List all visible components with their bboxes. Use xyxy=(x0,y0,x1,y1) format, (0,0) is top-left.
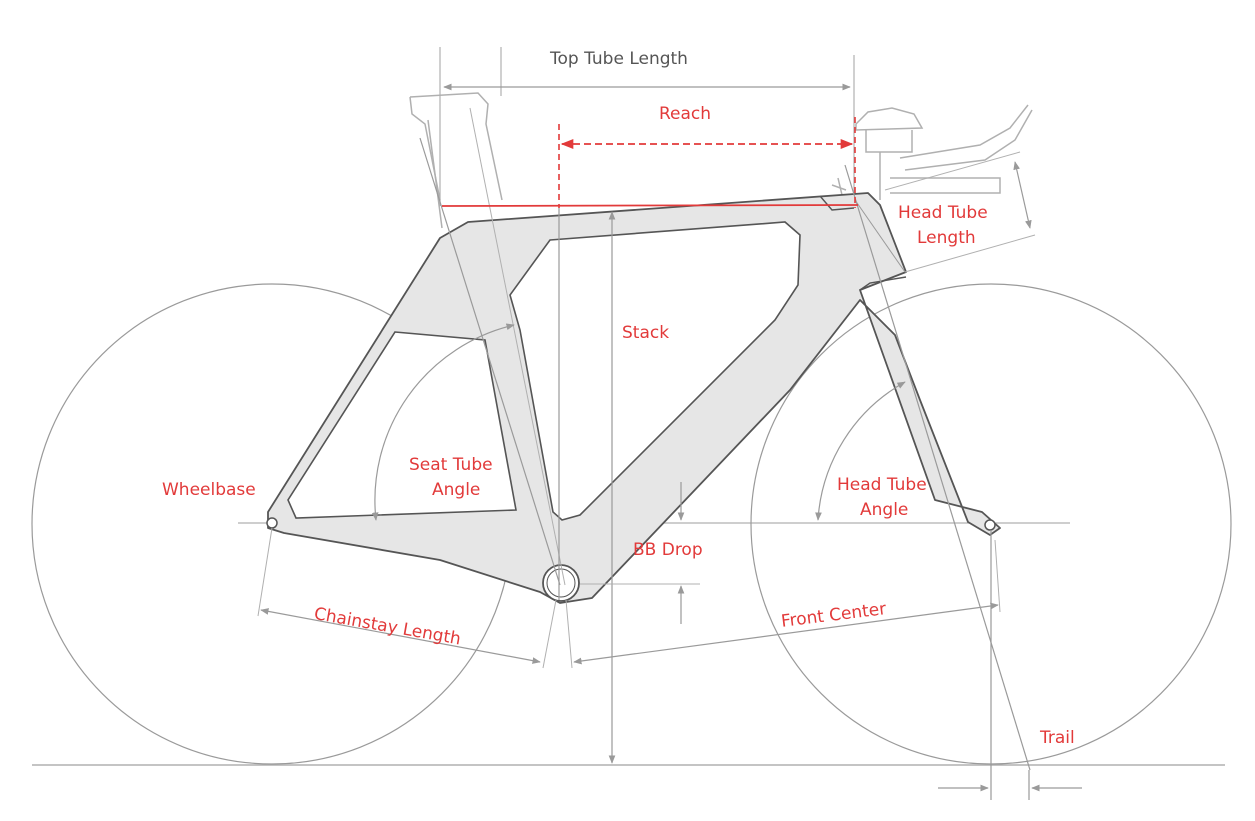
chainstay-ref-bb xyxy=(542,599,557,669)
seat-tube-axis-2 xyxy=(469,107,566,586)
front-center-ref-bb xyxy=(565,599,573,669)
head-tube-detail xyxy=(819,195,855,211)
head-tube-ref-top xyxy=(884,151,1021,191)
bottom-bracket-inner xyxy=(546,568,576,598)
trail-label: Trail xyxy=(1040,728,1075,748)
reach-stack-line xyxy=(441,204,859,207)
head-tube-length-label-1: Head Tube xyxy=(898,203,988,223)
seatpost-outline xyxy=(409,92,503,229)
wheelbase-label: Wheelbase xyxy=(162,480,256,500)
top-tube-length-label: Top Tube Length xyxy=(550,49,688,69)
stack-label: Stack xyxy=(622,323,670,343)
head-tube-angle-label-1: Head Tube xyxy=(837,475,927,495)
seat-tube-angle-label-2: Angle xyxy=(432,480,481,500)
head-tube-angle-label-2: Angle xyxy=(860,500,909,520)
steering-axis xyxy=(844,164,1031,771)
bottom-bracket xyxy=(542,564,580,602)
front-dropout xyxy=(984,519,996,531)
front-triangle-cutout xyxy=(509,221,801,521)
aerobar-outline xyxy=(831,104,1033,201)
rear-dropout xyxy=(266,517,278,529)
head-tube-ref-bottom xyxy=(904,234,1036,273)
seat-tube-angle-arc xyxy=(371,323,515,521)
bb-drop-label: BB Drop xyxy=(633,540,703,560)
head-tube-angle-arc xyxy=(815,381,906,521)
front-center-ref-front xyxy=(994,539,1001,613)
seat-tube-angle-label-1: Seat Tube xyxy=(409,455,493,475)
reach-label: Reach xyxy=(659,104,712,124)
fork-crown-detail xyxy=(859,276,907,291)
chainstay-ref-rear xyxy=(257,527,273,617)
steering-axis-2 xyxy=(854,199,906,273)
head-tube-length-label-2: Length xyxy=(917,228,976,248)
chainstay-length-dim xyxy=(260,608,541,664)
front-center-dim xyxy=(573,602,999,665)
head-tube-length-dim xyxy=(1013,161,1032,229)
